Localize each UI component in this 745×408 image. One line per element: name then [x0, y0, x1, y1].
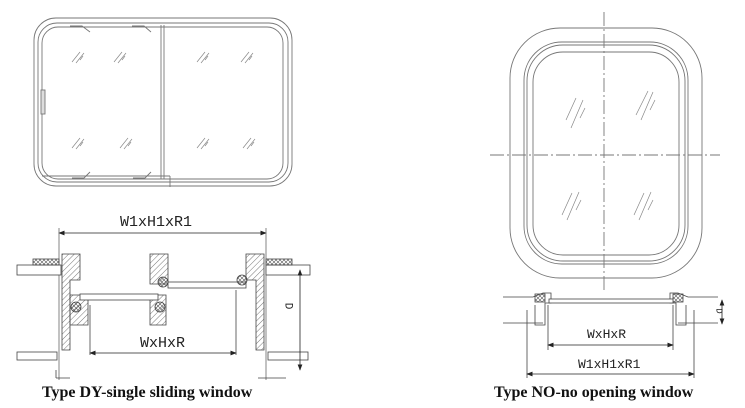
dy-elevation: [33, 17, 293, 187]
dy-outer-dim-label: W1xH1xR1: [120, 214, 193, 231]
dy-inner-dim-label: WxHxR: [140, 335, 186, 352]
dy-caption: Type DY-single sliding window: [42, 384, 253, 401]
dy-depth-label: D: [281, 302, 294, 310]
no-depth-label: D: [713, 308, 724, 314]
no-elevation: [490, 12, 720, 290]
dy-section: [16, 228, 311, 380]
no-outer-dim-label: W1xH1xR1: [578, 357, 641, 372]
no-caption: Type NO-no opening window: [494, 384, 694, 401]
no-inner-dim-label: WxHxR: [587, 327, 627, 342]
no-section: [503, 292, 725, 378]
